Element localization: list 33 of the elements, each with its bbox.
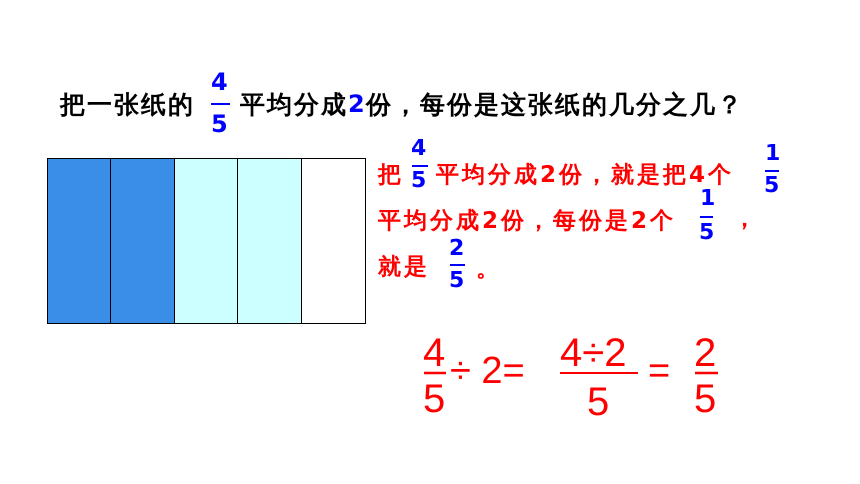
numerator: 4 [411, 138, 426, 160]
strip-section [237, 158, 302, 324]
denominator: 5 [694, 379, 716, 419]
denominator: 5 [211, 112, 228, 136]
numerator: 1 [700, 188, 716, 210]
question-text: 份，每份是这张纸的几分之几？ [366, 92, 744, 117]
denominator: 5 [587, 382, 610, 422]
explanation-text: 把 [378, 164, 404, 187]
strip-section [110, 158, 175, 324]
numerator: 2 [694, 333, 716, 373]
explanation-text: 就是 [378, 256, 430, 279]
strip-section [174, 158, 239, 324]
question-text: 把一张纸的 [60, 92, 195, 117]
numerator: 1 [765, 143, 780, 165]
denominator: 5 [411, 170, 426, 192]
punctuation-mark: ， [733, 208, 759, 231]
punctuation-mark: 。 [476, 258, 502, 281]
question-number: 2 [348, 92, 365, 116]
numerator: 4 [211, 70, 228, 94]
numerator: 4 [423, 333, 446, 373]
equation-text: = [648, 352, 670, 390]
explanation-text: 平均分成2份，每份是2个 [378, 210, 676, 233]
denominator: 5 [699, 222, 714, 244]
explanation-text: 平均分成2份，就是把4个 [436, 164, 734, 187]
question-text: 平均分成 [240, 92, 348, 117]
denominator: 5 [449, 270, 464, 292]
numerator: 4÷2 [560, 333, 626, 373]
equation-text: ÷ 2= [450, 352, 525, 390]
numerator: 2 [449, 238, 464, 260]
strip-section [47, 158, 112, 324]
denominator: 5 [423, 379, 446, 419]
denominator: 5 [764, 175, 780, 197]
strip-section [301, 158, 366, 324]
